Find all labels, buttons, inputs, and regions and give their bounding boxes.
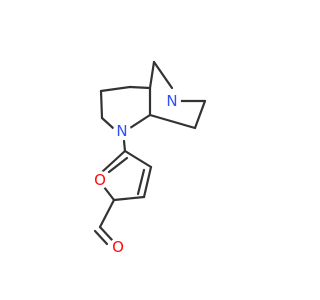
bond-upper-ch2-left xyxy=(99,85,132,93)
molecule-diagram: N N O O xyxy=(91,60,207,256)
bond-cho-double-a xyxy=(98,225,114,242)
bond-left-ch2-down xyxy=(99,89,104,120)
atom-o-aldehyde-label: O xyxy=(112,238,124,256)
bond-layer xyxy=(93,60,207,246)
bond-ch2-lower-bridgehead xyxy=(148,113,197,130)
bond-furan-c2-o xyxy=(102,185,116,202)
bond-bridgehead-upper-ch2 xyxy=(128,85,152,90)
atom-layer: N N O O xyxy=(91,92,181,256)
bond-bridgehead-n2 xyxy=(128,113,152,130)
bond-furan-c5-c4 xyxy=(123,149,153,169)
atom-n1: N xyxy=(163,92,181,110)
atom-o-aldehyde: O xyxy=(109,238,127,256)
atom-n1-label: N xyxy=(166,92,177,110)
bond-furan-o-c5-inner xyxy=(107,156,129,174)
bond-ch2-n2 xyxy=(100,116,115,130)
bond-n1-bridge-top xyxy=(152,60,174,90)
atom-o-ring: O xyxy=(91,171,109,189)
bond-n2-furan-c5 xyxy=(122,139,127,153)
atom-n2: N xyxy=(113,122,131,140)
atom-n2-label: N xyxy=(116,122,127,140)
bond-furan-c4-c3-inner xyxy=(136,168,146,196)
bond-furan-c3-c2 xyxy=(112,195,146,202)
bond-bridge-top-bridgehead xyxy=(148,60,156,90)
bond-furan-c2-cho xyxy=(98,198,116,229)
bond-furan-o-c5 xyxy=(100,149,127,174)
bond-ch2-right-ch2-lower xyxy=(193,99,207,130)
bond-cho-double-b xyxy=(93,229,109,246)
atom-o-ring-label: O xyxy=(94,171,106,189)
bond-furan-c4-c3 xyxy=(142,165,153,199)
